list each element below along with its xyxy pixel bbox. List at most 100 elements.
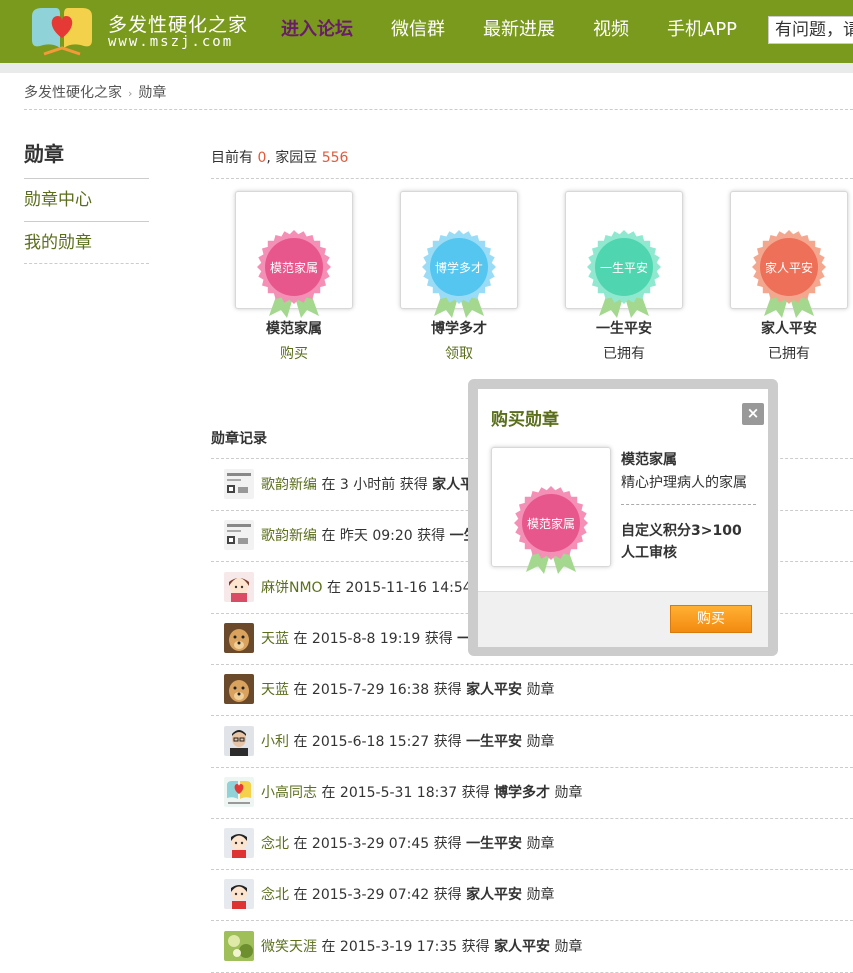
- close-icon[interactable]: ×: [742, 403, 764, 425]
- avatar-image: [224, 930, 254, 961]
- record-user[interactable]: 麻饼NMO: [261, 579, 323, 596]
- breadcrumb: 多发性硬化之家›勋章: [24, 82, 166, 102]
- avatar[interactable]: [224, 930, 254, 961]
- sidebar-item-my-medals[interactable]: 我的勋章: [24, 221, 149, 264]
- nav-wechat-group[interactable]: 微信群: [391, 19, 445, 40]
- record-in: 在: [327, 579, 342, 596]
- record-row: 小利 在 2015-6-18 15:27 获得 一生平安 勋章: [211, 716, 853, 768]
- dialog-divider: [621, 504, 756, 505]
- bean-count: 556: [321, 150, 349, 166]
- record-tail: 勋章: [526, 682, 555, 699]
- breadcrumb-current[interactable]: 勋章: [138, 85, 167, 101]
- dialog-badge-frame: 模范家属: [491, 447, 611, 574]
- badge-action[interactable]: 领取: [445, 346, 473, 362]
- record-user[interactable]: 歌韵新编: [261, 477, 317, 493]
- breadcrumb-home[interactable]: 多发性硬化之家: [24, 85, 122, 101]
- nav-video[interactable]: 视频: [593, 19, 629, 40]
- avatar-image: [224, 674, 254, 705]
- top-nav-bar: 多发性硬化之家 www.mszj.com 进入论坛 微信群 最新进展 视频 手机…: [0, 0, 853, 63]
- avatar[interactable]: [224, 828, 254, 859]
- record-tail: 勋章: [526, 733, 555, 750]
- medal-icon: 家人平安: [752, 230, 826, 324]
- record-user[interactable]: 天蓝: [261, 682, 289, 699]
- badge-name: 博学多才: [431, 321, 487, 337]
- record-text: 念北 在 2015-3-29 07:42 获得 家人平安 勋章: [261, 884, 555, 904]
- avatar[interactable]: [224, 520, 254, 551]
- badge-frame[interactable]: 家人平安: [730, 191, 848, 318]
- avatar[interactable]: [224, 622, 254, 653]
- medal-icon: 一生平安: [587, 230, 661, 324]
- record-user[interactable]: 天蓝: [261, 630, 289, 647]
- summary-divider: [211, 178, 853, 179]
- record-row: 念北 在 2015-3-29 07:42 获得 家人平安 勋章: [211, 869, 853, 922]
- avatar[interactable]: [224, 469, 254, 499]
- badge-frame[interactable]: 博学多才: [400, 191, 518, 318]
- svg-text:家人平安: 家人平安: [765, 260, 813, 275]
- record-in: 在: [293, 630, 308, 647]
- record-badge: 一生平安: [466, 836, 523, 853]
- record-got: 获得: [433, 836, 462, 853]
- dialog-badge-name: 模范家属: [621, 452, 677, 468]
- record-user[interactable]: 微笑天涯: [261, 938, 317, 955]
- main-nav: 进入论坛 微信群 最新进展 视频 手机APP: [262, 0, 756, 63]
- record-user[interactable]: 念北: [261, 836, 289, 853]
- buy-button[interactable]: 购买: [670, 605, 752, 633]
- record-in: 在: [321, 938, 336, 955]
- medal-graphic: 一生平安: [587, 230, 661, 318]
- record-text: 天蓝 在 2015-7-29 16:38 获得 家人平安 勋章: [261, 679, 555, 699]
- avatar-image: [224, 828, 254, 859]
- record-in: 在: [293, 887, 308, 904]
- record-user[interactable]: 小利: [261, 733, 289, 750]
- record-time: 3 小时前: [339, 477, 396, 493]
- badge-action[interactable]: 购买: [280, 346, 308, 362]
- record-time: 2015-7-29 16:38: [311, 682, 430, 699]
- record-got: 获得: [399, 477, 428, 493]
- summary-mid: , 家园豆: [266, 150, 318, 166]
- nav-latest-progress[interactable]: 最新进展: [483, 19, 555, 40]
- logo-name: 多发性硬化之家: [108, 14, 249, 36]
- record-text: 小高同志 在 2015-5-31 18:37 获得 博学多才 勋章: [261, 782, 583, 802]
- record-tail: 勋章: [526, 836, 555, 853]
- svg-text:模范家属: 模范家属: [527, 516, 575, 531]
- badge-frame[interactable]: 模范家属: [235, 191, 353, 318]
- site-logo[interactable]: 多发性硬化之家 www.mszj.com: [28, 4, 247, 56]
- avatar[interactable]: [224, 776, 254, 807]
- records-title: 勋章记录: [211, 431, 267, 447]
- record-user[interactable]: 念北: [261, 887, 289, 904]
- avatar[interactable]: [224, 674, 254, 705]
- record-badge: 家人平安: [466, 887, 523, 904]
- dialog-requirement: 自定义积分3>100: [621, 523, 742, 539]
- medal-icon: 博学多才: [422, 230, 496, 324]
- record-time: 2015-3-29 07:42: [311, 887, 430, 904]
- search-input[interactable]: 有问题，请: [768, 16, 853, 44]
- avatar[interactable]: [224, 725, 254, 756]
- svg-text:博学多才: 博学多才: [435, 260, 483, 275]
- summary-prefix: 目前有: [211, 150, 253, 166]
- record-row: 天蓝 在 2015-7-29 16:38 获得 家人平安 勋章: [211, 664, 853, 717]
- dialog-review: 人工审核: [621, 545, 677, 561]
- record-user[interactable]: 小高同志: [261, 784, 317, 801]
- record-tail: 勋章: [554, 938, 583, 955]
- record-in: 在: [321, 784, 336, 801]
- badge-frame[interactable]: 一生平安: [565, 191, 683, 318]
- record-text: 念北 在 2015-3-29 07:45 获得 一生平安 勋章: [261, 833, 555, 853]
- header-shadow-bar: [0, 63, 853, 73]
- avatar[interactable]: [224, 571, 254, 602]
- nav-mobile-app[interactable]: 手机APP: [667, 19, 738, 40]
- record-time: 2015-11-16 14:54: [345, 579, 472, 596]
- record-got: 获得: [424, 630, 453, 647]
- buy-medal-dialog: 购买勋章 × 模范家属 模范家属 精心护理病人的家属 自定义积分3>100 人工…: [468, 379, 778, 656]
- avatar-image: [224, 725, 254, 756]
- medal-icon: 模范家属: [257, 230, 331, 324]
- record-row: 小高同志 在 2015-5-31 18:37 获得 博学多才 勋章: [211, 767, 853, 819]
- dialog-medal-graphic: 模范家属: [514, 486, 588, 574]
- badge-card: 一生平安一生平安已拥有: [565, 191, 683, 363]
- record-user[interactable]: 歌韵新编: [261, 528, 317, 545]
- nav-forum[interactable]: 进入论坛: [281, 19, 353, 40]
- record-got: 获得: [433, 887, 462, 904]
- record-text: 微笑天涯 在 2015-3-19 17:35 获得 家人平安 勋章: [261, 936, 583, 956]
- badge-action: 已拥有: [768, 346, 810, 362]
- sidebar-item-medal-center[interactable]: 勋章中心: [24, 178, 149, 221]
- bean-summary: 目前有 0, 家园豆 556: [211, 147, 348, 167]
- avatar[interactable]: [224, 879, 254, 910]
